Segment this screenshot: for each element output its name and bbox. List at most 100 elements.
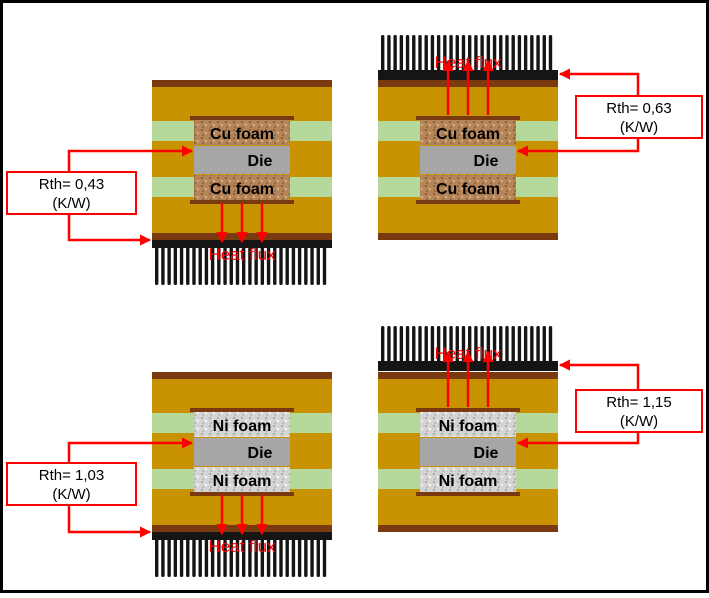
heatsink-fin: [186, 538, 190, 577]
heatsink-fin: [511, 326, 515, 365]
heatsink-fin: [279, 538, 283, 577]
heatsink-fin: [192, 538, 196, 577]
heatsink-fin: [173, 538, 178, 577]
substrate-layer-top: [152, 87, 332, 121]
heatsink-fin: [523, 35, 528, 74]
heatsink-fin: [266, 246, 271, 285]
heatsink-fin: [192, 246, 196, 285]
heatsink-fin: [399, 35, 404, 74]
rth-box: [6, 462, 137, 506]
heatsink-fin: [381, 35, 385, 74]
rth-value: Rth= 1,03: [39, 467, 104, 484]
heatsink-fin: [248, 246, 252, 285]
cavity-frame-bottom: [190, 200, 294, 204]
heatsink-fin: [492, 326, 497, 365]
foam-layer-bottom: [194, 175, 290, 200]
die-block: [420, 438, 516, 466]
heatsink-fin: [304, 246, 308, 285]
rth-value: Rth= 0,43: [39, 176, 104, 193]
heatsink-fin: [297, 246, 302, 285]
foam-label-bottom: Ni foam: [439, 473, 498, 490]
cavity-frame-bottom: [190, 492, 294, 496]
heatsink-fin: [548, 326, 553, 365]
rth-arrow-to-heatsink: [67, 505, 152, 538]
die-block: [194, 438, 290, 466]
heatsink-fin: [530, 35, 534, 74]
heat-flux-arrows: [442, 350, 494, 407]
die-label: Die: [248, 153, 273, 170]
heatsink-fin: [387, 326, 391, 365]
heatsink-fin: [381, 326, 385, 365]
heatsink-fin: [273, 538, 277, 577]
rth-unit: (K/W): [620, 413, 658, 430]
foam-label-top: Ni foam: [439, 418, 498, 435]
heatsink-fin: [198, 246, 202, 285]
heat-flux-label: Heat flux: [434, 344, 502, 363]
heatsink-fin: [260, 538, 265, 577]
heatsink-fin: [229, 246, 233, 285]
heatsink-fin: [474, 35, 478, 74]
copper-layer-top: [152, 372, 332, 379]
heatsink-fin: [523, 326, 528, 365]
heatsink-fin: [418, 35, 422, 74]
heatsink-fin: [223, 538, 227, 577]
cavity-frame-top: [416, 408, 520, 412]
heatsink-fin: [242, 538, 246, 577]
heatsink-fin: [399, 326, 404, 365]
copper-layer-top: [152, 80, 332, 87]
rth-arrow-to-die: [516, 138, 640, 157]
heat-flux-label: Heat flux: [208, 537, 276, 556]
heatsink-fin: [223, 246, 227, 285]
heatsink-fin: [424, 35, 428, 74]
heatsink-fin: [412, 326, 416, 365]
heatsink-fin: [430, 35, 435, 74]
foam-layer-bottom: [420, 467, 516, 492]
foam-label-bottom: Cu foam: [436, 181, 500, 198]
rth-value: Rth= 0,63: [606, 100, 671, 117]
die-block: [194, 146, 290, 174]
rth-arrow-to-die: [67, 437, 194, 463]
foam-layer-bottom: [194, 467, 290, 492]
heatsink-fin: [499, 35, 503, 74]
foam-label-bottom: Ni foam: [213, 473, 272, 490]
heatsink-fin: [179, 538, 184, 577]
heatsink-fin: [536, 35, 540, 74]
heatsink-fin: [161, 538, 165, 577]
foam-layer-top: [194, 412, 290, 437]
heatsink-fin: [474, 326, 478, 365]
heatsink-fin: [418, 326, 422, 365]
heatsink-fin: [436, 35, 441, 74]
foam-label-top: Cu foam: [210, 126, 274, 143]
copper-layer-bottom: [378, 525, 558, 532]
heatsink-fin: [505, 35, 509, 74]
heatsink-fin: [285, 538, 289, 577]
heatsink-fin: [387, 35, 391, 74]
heatsink-fin: [310, 538, 314, 577]
heatsink-fin: [173, 246, 178, 285]
heatsink-fin: [304, 538, 308, 577]
heatsink-fin: [161, 246, 165, 285]
heatsink-fin: [167, 246, 171, 285]
foam-layer-top: [420, 412, 516, 437]
heatsink-fin: [405, 35, 410, 74]
heatsink-fin: [530, 326, 534, 365]
heatsink-fin: [210, 538, 215, 577]
heatsink-fin: [248, 538, 252, 577]
heat-flux-arrows: [216, 495, 268, 536]
rth-arrow-to-heatsink: [558, 68, 640, 96]
heatsink-fin: [229, 538, 233, 577]
heatsink-fin: [254, 538, 258, 577]
heatsink-fin: [517, 35, 522, 74]
foam-label-bottom: Cu foam: [210, 181, 274, 198]
heatsink-fin: [273, 246, 277, 285]
heatsink-fin: [291, 246, 296, 285]
die-block: [420, 146, 516, 174]
foam-label-top: Cu foam: [436, 126, 500, 143]
heatsink-fin: [393, 35, 397, 74]
cavity-frame-top: [416, 116, 520, 120]
rth-unit: (K/W): [620, 119, 658, 136]
